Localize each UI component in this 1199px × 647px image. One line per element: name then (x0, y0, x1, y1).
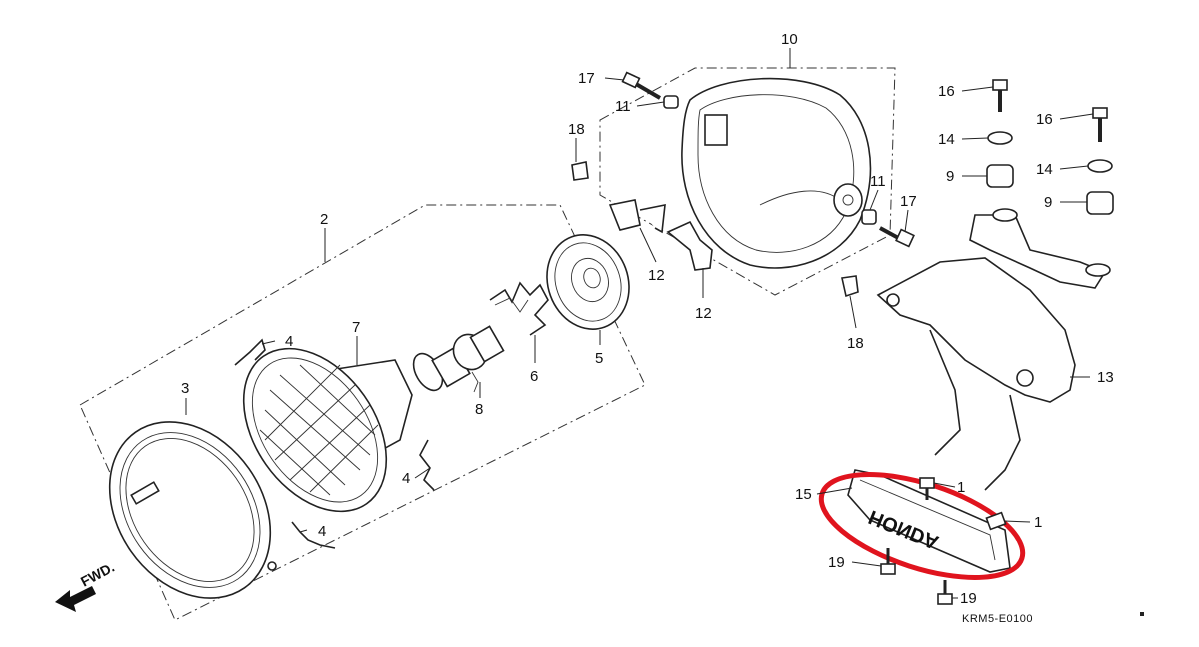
washer-14-left (987, 131, 1013, 145)
part-number-4-upper: 4 (285, 333, 293, 350)
bolt-16-left (992, 79, 1008, 112)
bracket-12-left (608, 199, 666, 234)
headlight-rim (108, 421, 277, 599)
part-number-17-lower: 17 (900, 193, 917, 210)
part-number-12-right: 12 (695, 305, 712, 322)
part-number-11-upper: 11 (615, 98, 631, 115)
part-number-4-lower: 4 (318, 523, 326, 540)
bracket-12-right (666, 220, 713, 271)
bulb-spring-clip (489, 281, 549, 336)
part-number-16-right: 16 (1036, 111, 1053, 128)
part-number-11-lower: 11 (870, 173, 886, 190)
screw-17-lower (879, 226, 915, 248)
part-number-13: 13 (1097, 369, 1114, 386)
screw-19-right (937, 580, 953, 605)
fwd-label: FWD. (78, 559, 117, 590)
screw-18-lower (841, 275, 859, 298)
grommet-9-right (1086, 191, 1114, 215)
grommet-9-left (986, 164, 1014, 188)
screw-17-upper (621, 71, 662, 100)
part-number-1-upper: 1 (957, 479, 965, 496)
clip-4-lower (291, 521, 336, 549)
washer-14-right (1087, 159, 1113, 173)
part-number-5: 5 (595, 350, 603, 367)
leader-lines (185, 48, 1094, 599)
headlight-bulb (412, 325, 505, 393)
headlight-case (681, 77, 872, 269)
screw-18-upper (571, 161, 589, 181)
screw-19-left (880, 548, 896, 575)
part-number-9-right: 9 (1044, 194, 1052, 211)
screw-1-lower (985, 511, 1007, 531)
collar-11-lower (861, 209, 877, 225)
part-number-18-lower: 18 (847, 335, 864, 352)
part-number-10: 10 (781, 31, 798, 48)
collar-11-upper (663, 95, 679, 109)
part-number-1-lower: 1 (1034, 514, 1042, 531)
part-number-14-right: 14 (1036, 161, 1053, 178)
diagram-code: KRM5-E0100 (962, 613, 1033, 625)
part-number-9-left: 9 (946, 168, 954, 185)
part-number-19-right: 19 (960, 590, 977, 607)
socket-cover (546, 234, 630, 330)
part-number-6: 6 (530, 368, 538, 385)
part-numbers: 10 17 11 18 11 17 12 12 18 2 7 4 3 8 6 5… (181, 31, 1114, 607)
part-number-17-upper: 17 (578, 70, 595, 87)
part-number-12-left: 12 (648, 267, 665, 284)
part-number-3: 3 (181, 380, 189, 397)
page-edge-mark (1140, 612, 1144, 616)
part-number-4-middle: 4 (402, 470, 410, 487)
part-number-2: 2 (320, 211, 328, 228)
fwd-arrow: FWD. (55, 559, 117, 612)
clip-4-upper (234, 338, 266, 366)
part-number-19-left: 19 (828, 554, 845, 571)
part-number-18-upper: 18 (568, 121, 585, 138)
part-number-7: 7 (352, 319, 360, 336)
part-number-8: 8 (475, 401, 483, 418)
part-number-15: 15 (795, 486, 812, 503)
headlight-unit (242, 347, 413, 513)
headlight-stay (876, 208, 1111, 491)
bolt-16-right (1092, 107, 1108, 142)
part-number-14-left: 14 (938, 131, 955, 148)
clip-4-middle (419, 439, 435, 491)
part-number-16-left: 16 (938, 83, 955, 100)
